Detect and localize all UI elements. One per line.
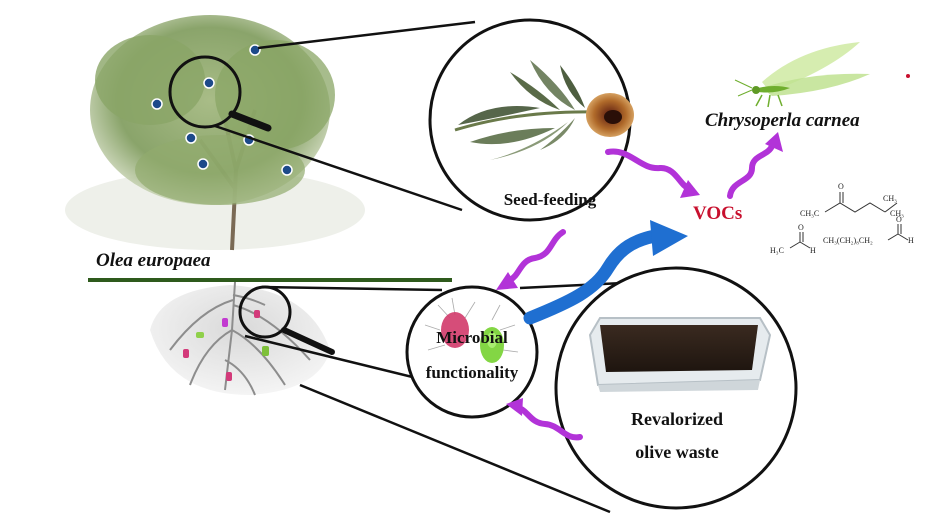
insect-species-label: Chrysoperla carnea	[705, 110, 860, 131]
arrows	[496, 132, 783, 441]
molecule-3	[887, 224, 909, 241]
mol1-right: CH₃	[890, 209, 904, 218]
root-microbe-markers	[183, 310, 269, 381]
seed-feeding-label: Seed-feeding	[504, 190, 597, 209]
plant-species-label: Olea europaea	[96, 250, 211, 271]
microbial-label-line2: functionality	[426, 363, 519, 382]
molecule-1	[824, 192, 898, 213]
microbial-label-line1: Microbial	[436, 328, 508, 347]
arrow-microbial-to-vocs	[523, 229, 662, 325]
magnifier-icon	[168, 55, 272, 132]
zoom-lines-upper	[214, 20, 476, 212]
compost-tray-illustration	[588, 317, 772, 392]
arrow-vocs-to-insect	[727, 143, 775, 199]
olive-tree-illustration	[65, 15, 365, 251]
mol3-h: H	[908, 236, 914, 245]
seed-feeding-panel: Seed-feeding	[428, 18, 634, 222]
mol1-left: CH₃C	[800, 209, 819, 218]
arrow-seed-to-microbial	[507, 229, 566, 283]
root-system-illustration	[150, 281, 335, 396]
mol2-o: O	[798, 223, 804, 232]
molecule-2	[789, 232, 811, 249]
mol1-branch: CH₃	[883, 194, 897, 203]
waste-label-line2: olive waste	[635, 442, 718, 462]
microbial-panel: Microbial functionality	[405, 285, 539, 419]
olive-waste-panel: Revalorized olive waste	[554, 266, 798, 510]
waste-label-line1: Revalorized	[631, 409, 723, 429]
vocs-label: VOCs	[693, 203, 742, 224]
mol2-h: H	[810, 246, 816, 255]
bacteria-illustration	[424, 297, 519, 363]
olive-branch-illustration	[454, 60, 634, 160]
mol3-chain: CH₃(CH₂)₈CH₂	[823, 236, 873, 245]
mol1-top-o: O	[838, 182, 844, 191]
lacewing-illustration	[734, 42, 910, 108]
mol2-left: H₃C	[770, 246, 784, 255]
mol3-o: O	[896, 215, 902, 224]
arrow-waste-to-microbial	[515, 405, 583, 441]
chemical-structures: CH₃C O CH₃ CH₃ H₃C O H CH₃(CH₂)₈CH₂ O H	[770, 182, 914, 255]
arrow-seed-to-vocs	[605, 148, 691, 191]
